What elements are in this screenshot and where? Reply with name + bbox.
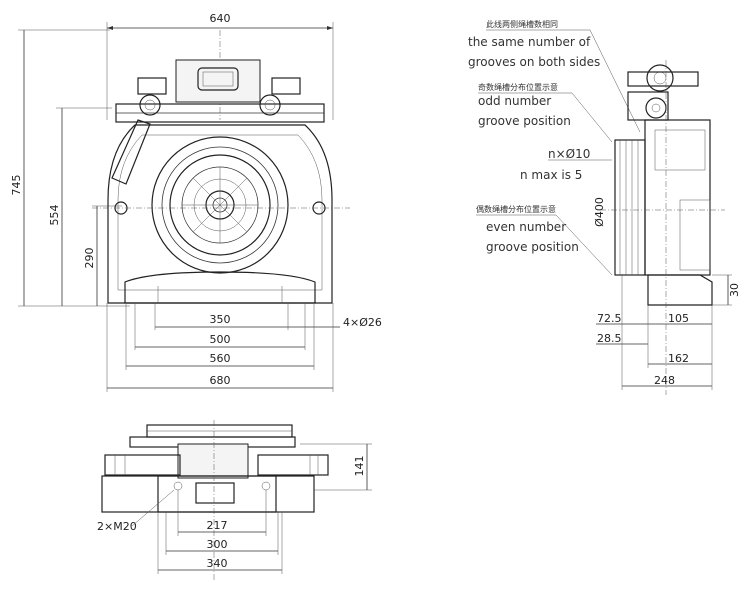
note-2xm20: 2×M20 [97, 520, 137, 533]
dim-300: 300 [207, 538, 228, 551]
dim-560: 560 [210, 352, 231, 365]
note-odd-en-2: groove position [478, 114, 571, 128]
side-view: 此线两侧绳槽数相同 the same number of grooves on … [468, 19, 741, 395]
dim-30: 30 [728, 283, 741, 297]
note-n-phi10: n×Ø10 [548, 147, 590, 161]
note-even-cn: 偶数绳槽分布位置示意 [476, 204, 556, 214]
dim-554: 554 [48, 205, 61, 226]
dim-162: 162 [668, 352, 689, 365]
note-even-en-1: even number [486, 220, 566, 234]
note-odd-cn: 奇数绳槽分布位置示意 [478, 82, 558, 92]
dim-217: 217 [207, 519, 228, 532]
note-same-grooves-cn: 此线两侧绳槽数相同 [486, 19, 558, 29]
note-4xphi26: 4×Ø26 [343, 316, 382, 329]
note-n-max: n max is 5 [520, 168, 582, 182]
bottom-view: 141 2×M20 217 300 340 [97, 420, 372, 580]
dim-105: 105 [668, 312, 689, 325]
dim-141: 141 [353, 456, 366, 477]
dim-72-5: 72.5 [597, 312, 622, 325]
note-same-grooves-en-1: the same number of [468, 35, 591, 49]
dim-745: 745 [10, 175, 23, 196]
dim-500: 500 [210, 333, 231, 346]
dim-290: 290 [83, 248, 96, 269]
dim-350: 350 [210, 313, 231, 326]
dim-248: 248 [654, 374, 675, 387]
dim-640: 640 [210, 12, 231, 25]
dim-28-5: 28.5 [597, 332, 622, 345]
dim-680: 680 [210, 374, 231, 387]
note-same-grooves-en-2: grooves on both sides [468, 55, 600, 69]
front-view: 640 745 554 290 [10, 12, 382, 392]
note-even-en-2: groove position [486, 240, 579, 254]
note-odd-en-1: odd number [478, 94, 551, 108]
dim-340: 340 [207, 557, 228, 570]
dim-phi400: Ø400 [593, 197, 606, 227]
